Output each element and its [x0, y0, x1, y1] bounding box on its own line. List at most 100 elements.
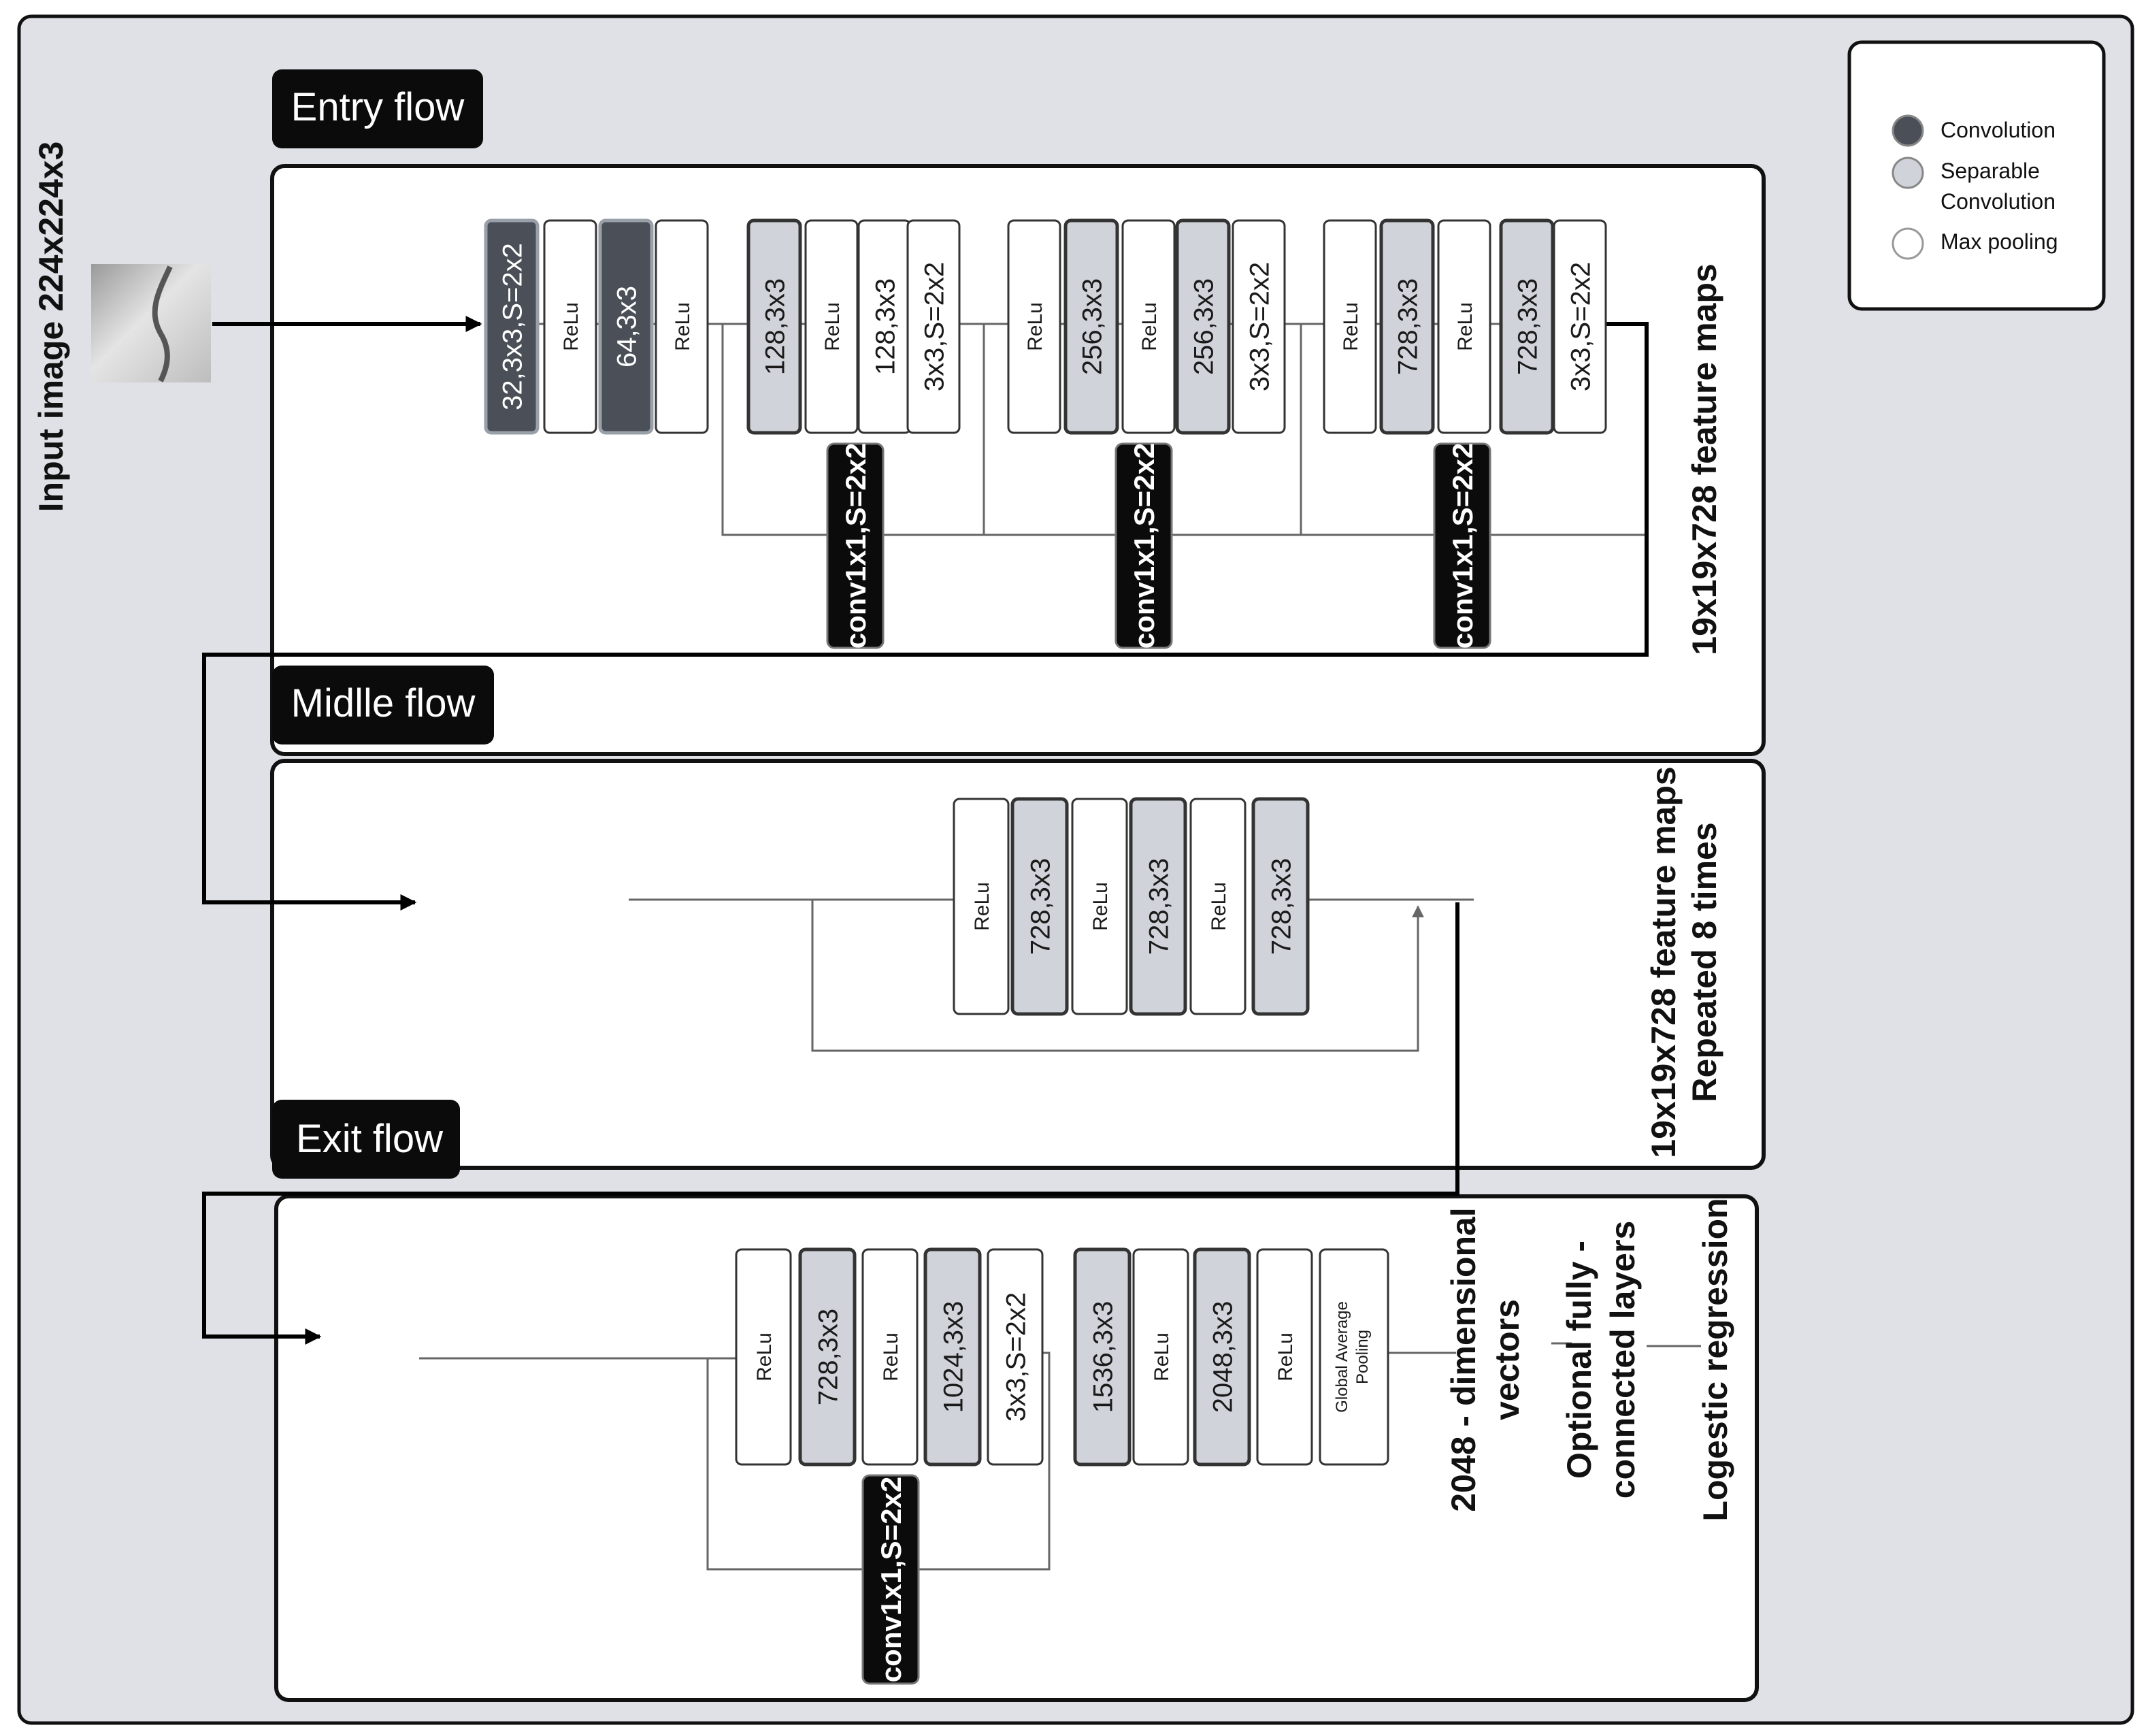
entry-block-2-label: ReLu — [560, 302, 582, 351]
entry-block-14: ReLu — [1323, 219, 1377, 434]
exit-output-2-line-2: connected layers — [1604, 1221, 1642, 1499]
middle-flow-repeat-label: Repeated 8 times — [1685, 822, 1723, 1102]
exit-flow-title-tab: Exit flow — [272, 1100, 460, 1179]
entry-shortcut-2-label: conv1x1,S=2x2 — [1128, 443, 1160, 649]
exit-block-6: 1536,3x3 — [1073, 1247, 1132, 1467]
middle-block-6-label: 728,3x3 — [1266, 858, 1296, 955]
middle-to-exit-arrow — [202, 902, 1459, 1345]
legend-pool-swatch — [1892, 227, 1924, 260]
middle-block-4: 728,3x3 — [1129, 797, 1187, 1016]
entry-block-13: 3x3,S=2x2 — [1232, 219, 1286, 434]
entry-block-5-label: 128,3x3 — [760, 278, 790, 375]
middle-block-6: 728,3x3 — [1251, 797, 1310, 1016]
entry-block-8: 3x3,S=2x2 — [906, 219, 961, 434]
entry-block-11: ReLu — [1121, 219, 1176, 434]
entry-block-5: 128,3x3 — [746, 218, 802, 435]
exit-block-2: 728,3x3 — [798, 1247, 857, 1467]
entry-block-18: 3x3,S=2x2 — [1553, 219, 1607, 434]
entry-block-17: 728,3x3 — [1499, 218, 1555, 435]
entry-flow-title-tab: Entry flow — [272, 69, 483, 148]
middle-residual-loop — [811, 900, 1424, 1052]
entry-block-11-label: ReLu — [1138, 302, 1161, 351]
entry-shortcut-3: conv1x1,S=2x2 — [1433, 442, 1491, 649]
entry-block-6-label: ReLu — [821, 302, 844, 351]
exit-block-8-label: 2048,3x3 — [1208, 1301, 1238, 1413]
middle-block-5: ReLu — [1189, 798, 1247, 1015]
exit-block-9-label: ReLu — [1274, 1332, 1297, 1381]
input-image-thumbnail — [91, 264, 211, 382]
exit-block-4-label: 1024,3x3 — [938, 1301, 968, 1413]
exit-block-1: ReLu — [735, 1248, 792, 1466]
middle-block-2-label: 728,3x3 — [1025, 858, 1055, 955]
exit-residual-loop — [706, 1352, 1051, 1571]
entry-block-18-label: 3x3,S=2x2 — [1566, 262, 1596, 391]
middle-block-3-label: ReLu — [1089, 882, 1112, 931]
entry-block-10-label: 256,3x3 — [1077, 278, 1107, 375]
legend-sep-swatch — [1892, 157, 1924, 189]
exit-output-2-line-1: Optional fully - — [1560, 1241, 1598, 1479]
entry-block-14-label: ReLu — [1340, 302, 1362, 351]
entry-block-15: 728,3x3 — [1379, 218, 1435, 435]
exit-block-8: 2048,3x3 — [1193, 1247, 1251, 1467]
entry-block-3: 64,3x3 — [598, 218, 654, 435]
exit-shortcut: conv1x1,S=2x2 — [861, 1474, 920, 1685]
middle-block-1-label: ReLu — [971, 882, 993, 931]
entry-block-16-label: ReLu — [1454, 302, 1476, 351]
entry-block-16: ReLu — [1437, 219, 1491, 434]
legend-sep-label: Separable Convolution — [1941, 159, 2056, 214]
entry-block-9-label: ReLu — [1024, 302, 1046, 351]
middle-flow-title: Midlle flow — [291, 681, 476, 725]
entry-to-middle-arrow — [202, 322, 1649, 911]
entry-block-4: ReLu — [655, 219, 709, 434]
middle-block-3: ReLu — [1071, 798, 1128, 1015]
entry-block-15-label: 728,3x3 — [1393, 278, 1423, 375]
middle-block-4-label: 728,3x3 — [1144, 858, 1174, 955]
exit-block-5: 3x3,S=2x2 — [987, 1248, 1044, 1466]
exit-block-3-label: ReLu — [880, 1332, 902, 1381]
entry-block-10: 256,3x3 — [1063, 218, 1119, 435]
middle-block-1: ReLu — [953, 798, 1010, 1015]
legend-conv-swatch — [1892, 114, 1924, 147]
exit-block-4: 1024,3x3 — [923, 1247, 982, 1467]
exit-block-7-label: ReLu — [1151, 1332, 1173, 1381]
exit-block-1-label: ReLu — [753, 1332, 776, 1381]
entry-block-9: ReLu — [1007, 219, 1061, 434]
middle-flow-title-tab: Midlle flow — [272, 666, 494, 744]
entry-block-6: ReLu — [804, 219, 859, 434]
middle-block-5-label: ReLu — [1208, 882, 1230, 931]
exit-block-9: ReLu — [1256, 1248, 1313, 1466]
middle-flow-output-label: 19x19x728 feature maps — [1645, 766, 1683, 1158]
entry-shortcut-2: conv1x1,S=2x2 — [1115, 442, 1173, 649]
entry-shortcut-1-label: conv1x1,S=2x2 — [840, 443, 872, 649]
input-image-label: Input image 224x224x3 — [32, 142, 70, 512]
entry-residual-bus — [721, 324, 1647, 536]
exit-output-3: Logestic regression — [1696, 1198, 1734, 1521]
entry-block-17-label: 728,3x3 — [1513, 278, 1542, 375]
entry-block-1-label: 32,3x3,S=2x2 — [497, 243, 527, 410]
entry-block-7: 128,3x3 — [857, 219, 912, 434]
exit-block-2-label: 728,3x3 — [813, 1309, 843, 1405]
entry-flow-output-label: 19x19x728 feature maps — [1685, 263, 1723, 655]
entry-block-7-label: 128,3x3 — [870, 278, 900, 375]
exit-block-5-label: 3x3,S=2x2 — [1001, 1292, 1031, 1422]
entry-block-12-label: 256,3x3 — [1189, 278, 1219, 375]
connection-lines — [202, 316, 1701, 1571]
entry-block-3-label: 64,3x3 — [612, 286, 642, 367]
middle-block-2: 728,3x3 — [1010, 797, 1069, 1016]
entry-block-1: 32,3x3,S=2x2 — [484, 218, 540, 435]
legend: Convolution Separable Convolution Max po… — [1847, 40, 2106, 311]
entry-block-4-label: ReLu — [672, 302, 694, 351]
entry-flow-title: Entry flow — [291, 85, 465, 129]
legend-conv-label: Convolution — [1941, 118, 2056, 142]
exit-block-3: ReLu — [861, 1248, 919, 1466]
exit-output-1-line-2: vectors — [1488, 1299, 1526, 1420]
entry-shortcut-3-label: conv1x1,S=2x2 — [1447, 443, 1479, 649]
entry-block-2: ReLu — [543, 219, 597, 434]
exit-shortcut-label: conv1x1,S=2x2 — [875, 1477, 907, 1682]
